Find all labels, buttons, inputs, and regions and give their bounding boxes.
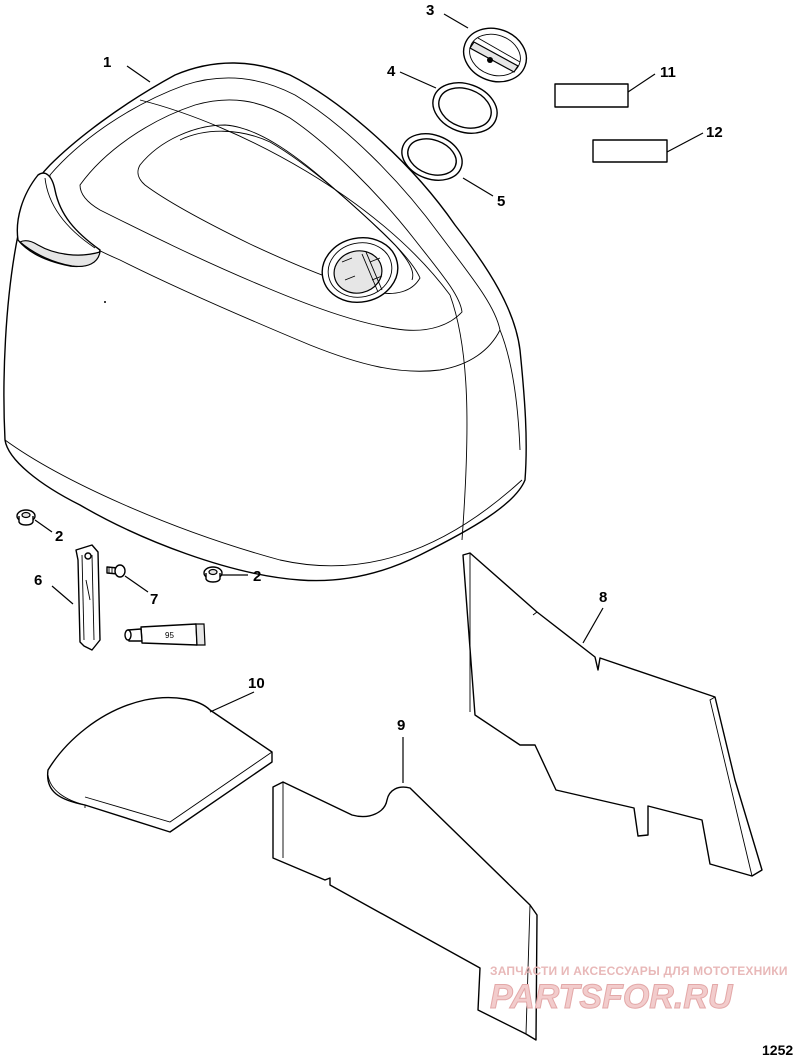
grommet-part-2-right — [203, 566, 223, 583]
callout-10: 10 — [248, 675, 265, 692]
seal-ring-part-4 — [432, 82, 498, 134]
callout-2-right: 2 — [253, 568, 261, 585]
callout-7: 7 — [150, 591, 158, 608]
figure-number: 1252 — [762, 1042, 793, 1058]
callout-11: 11 — [660, 64, 676, 81]
decal-part-11 — [554, 83, 629, 108]
engine-cowl-part-1 — [3, 62, 527, 582]
panel-part-8 — [462, 552, 763, 877]
leader-lines — [34, 13, 704, 783]
callout-9: 9 — [397, 717, 405, 734]
watermark: ЗАПЧАСТИ И АКСЕССУАРЫ ДЛЯ МОТОТЕХНИКИ PA… — [490, 964, 788, 1017]
tube-label: 95 — [165, 631, 174, 640]
callout-1: 1 — [103, 54, 111, 71]
callout-8: 8 — [599, 589, 607, 606]
watermark-tagline: ЗАПЧАСТИ И АКСЕССУАРЫ ДЛЯ МОТОТЕХНИКИ — [490, 964, 788, 978]
panel-part-10 — [46, 696, 273, 833]
watermark-brand: PARTSFOR.RU — [490, 978, 734, 1016]
callout-3: 3 — [426, 2, 434, 19]
callout-2-left: 2 — [55, 528, 63, 545]
panel-part-9 — [272, 781, 538, 1041]
grommet-part-2-left — [16, 509, 36, 526]
cap-part-3 — [462, 27, 528, 83]
sealant-tube: 95 — [124, 623, 206, 646]
callout-6: 6 — [34, 572, 42, 589]
callout-5: 5 — [497, 193, 505, 210]
callout-4: 4 — [387, 63, 396, 80]
decal-part-12 — [592, 139, 668, 163]
screw-part-7 — [106, 564, 126, 578]
bracket-part-6 — [75, 544, 101, 651]
seal-ring-part-5 — [401, 133, 463, 181]
callout-12: 12 — [706, 124, 723, 141]
callout-labels: 1 3 4 5 11 12 2 2 6 7 8 9 10 — [34, 2, 723, 734]
